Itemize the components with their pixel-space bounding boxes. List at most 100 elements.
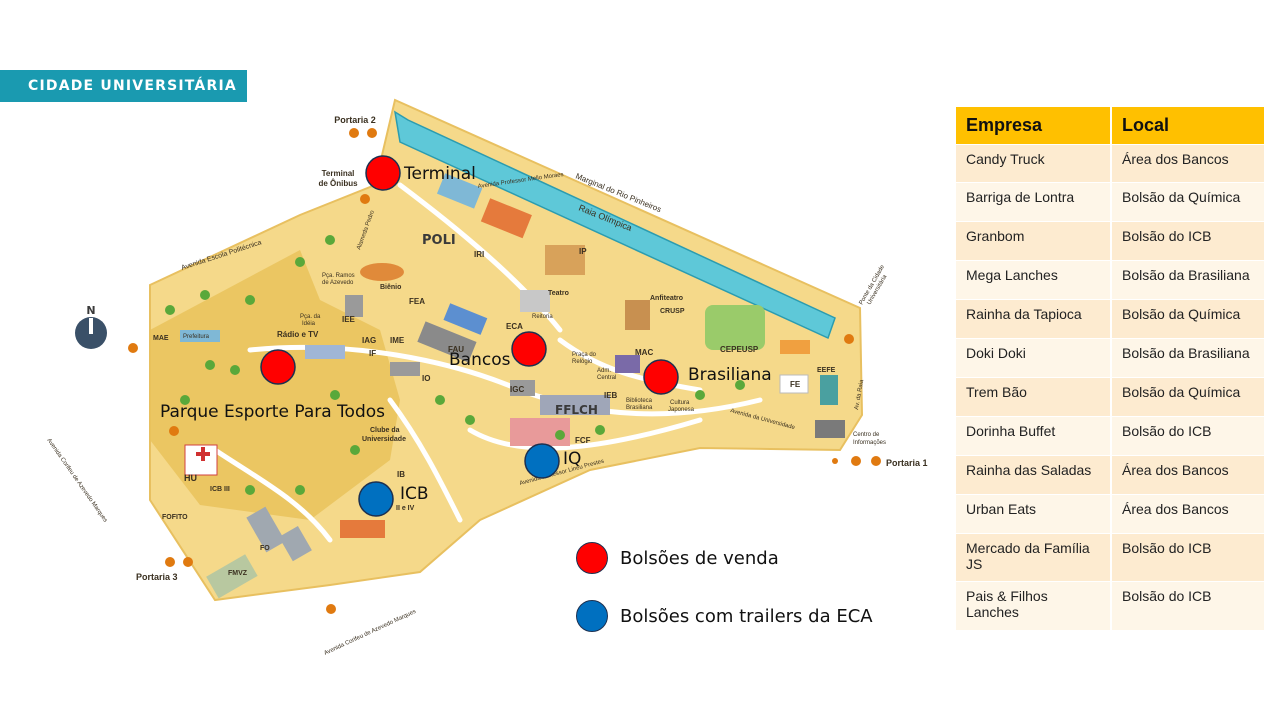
bus-icon-portaria1	[871, 456, 881, 466]
table-cell-local: Bolsão do ICB	[1111, 533, 1266, 582]
label-mae: MAE	[153, 335, 169, 342]
label-clube-1: Clube da	[370, 427, 400, 434]
label-av-corifeu-2: Avenida Corifeu de Azevedo Marques	[323, 609, 417, 657]
label-anfiteatro: Anfiteatro	[650, 295, 683, 302]
north-label: N	[86, 304, 95, 317]
table-cell-empresa: Trem Bão	[956, 377, 1112, 417]
label-eefe: EEFE	[817, 367, 836, 374]
table-cell-local: Bolsão da Química	[1111, 182, 1266, 222]
label-centro-info-2: Informações	[853, 440, 886, 446]
table-cell-empresa: Granbom	[956, 221, 1112, 261]
legend-label-trailer: Bolsões com trailers da ECA	[620, 605, 873, 627]
label-prefeitura: Prefeitura	[183, 334, 210, 340]
label-icb-iii: ICB III	[210, 486, 230, 493]
label-ip: IP	[579, 247, 587, 256]
label-if: IF	[369, 349, 376, 358]
label-portaria2: Portaria 2	[334, 115, 376, 125]
label-biblioteca-1: Biblioteca	[626, 398, 653, 404]
marker-label-iq: IQ	[563, 449, 581, 469]
label-ii-iv: II e IV	[396, 505, 415, 512]
table-cell-local: Bolsão da Química	[1111, 377, 1266, 417]
label-adm-central-2: Central	[597, 375, 616, 381]
label-fau: FAU	[448, 345, 464, 354]
table-header-local: Local	[1111, 107, 1266, 145]
marker-icb[interactable]	[358, 481, 394, 517]
label-cepeusp: CEPEUSP	[720, 345, 759, 354]
marker-iq[interactable]	[524, 443, 560, 479]
label-pca-ramos-2: de Azevedo	[322, 280, 354, 286]
banner-title: CIDADE UNIVERSITÁRIA	[0, 70, 247, 102]
label-crusp: CRUSP	[660, 308, 685, 315]
pedestrian-icon-terminal	[360, 194, 370, 204]
marker-parque-esporte[interactable]	[260, 349, 296, 385]
label-fcf: FCF	[575, 436, 591, 445]
table-cell-local: Área dos Bancos	[1111, 494, 1266, 534]
label-cultura-japonesa-1: Cultura	[670, 400, 690, 406]
table-cell-local: Área dos Bancos	[1111, 455, 1266, 495]
label-eca: ECA	[506, 322, 523, 331]
info-pin-icon	[832, 458, 838, 464]
raia-olimpica	[393, 110, 836, 340]
marker-label-bancos: Bancos	[449, 350, 511, 370]
label-pca-ideia-1: Pça. da	[300, 314, 321, 320]
label-teatro: Teatro	[548, 290, 569, 297]
label-biblioteca-2: Brasiliana	[626, 405, 653, 411]
legend-dot-trailer	[576, 600, 608, 632]
label-pca-ideia-2: Idéia	[302, 321, 316, 327]
table-header-row: Empresa Local	[956, 107, 1266, 145]
markers: Terminal Bancos Brasiliana Parque Esport…	[160, 155, 772, 517]
label-io: IO	[422, 374, 430, 383]
legend-item-venda: Bolsões de venda	[576, 538, 916, 578]
label-iee: IEE	[342, 315, 356, 324]
label-fmvz: FMVZ	[228, 570, 248, 577]
label-igc: IGC	[510, 385, 524, 394]
table-cell-empresa: Mega Lanches	[956, 260, 1112, 300]
label-radio-tv: Rádio e TV	[277, 330, 319, 339]
table-cell-local: Bolsão da Brasiliana	[1111, 260, 1266, 300]
table-cell-empresa: Barriga de Lontra	[956, 182, 1112, 222]
label-fo: FO	[260, 545, 270, 552]
label-fe: FE	[790, 380, 801, 389]
marker-label-icb: ICB	[400, 484, 429, 504]
label-bienio: Biênio	[380, 284, 401, 291]
bus-icon-portaria3	[165, 557, 175, 567]
pedestrian-icon-portaria1	[851, 456, 861, 466]
table-cell-empresa: Rainha das Saladas	[956, 455, 1112, 495]
table-cell-local: Bolsão do ICB	[1111, 581, 1266, 630]
pedestrian-icon-west	[128, 343, 138, 353]
table-cell-local: Área dos Bancos	[1111, 144, 1266, 183]
bus-icon	[349, 128, 359, 138]
trees	[165, 235, 745, 495]
label-ime: IME	[390, 336, 405, 345]
table-cell-empresa: Rainha da Tapioca	[956, 299, 1112, 339]
marker-label-parque-esporte: Parque Esporte Para Todos	[160, 402, 385, 422]
table-cell-empresa: Doki Doki	[956, 338, 1112, 378]
label-terminal-onibus-2: de Ônibus	[318, 179, 358, 188]
marker-bancos[interactable]	[511, 331, 547, 367]
label-cultura-japonesa-2: Japonesa	[668, 407, 695, 413]
marker-brasiliana[interactable]	[643, 359, 679, 395]
label-ieb: IEB	[604, 391, 618, 400]
label-terminal-onibus-1: Terminal	[322, 169, 355, 178]
marker-terminal[interactable]	[365, 155, 401, 191]
label-portaria3: Portaria 3	[136, 572, 178, 582]
label-hu: HU	[184, 473, 197, 483]
label-praca-relogio-2: Relógio	[572, 359, 593, 365]
pedestrian-icon-hu	[169, 426, 179, 436]
pedestrian-icon	[367, 128, 377, 138]
label-ib: IB	[397, 470, 405, 479]
label-fea: FEA	[409, 297, 425, 306]
label-praca-relogio-1: Praça do	[572, 352, 597, 358]
label-fofito: FOFITO	[162, 514, 188, 521]
